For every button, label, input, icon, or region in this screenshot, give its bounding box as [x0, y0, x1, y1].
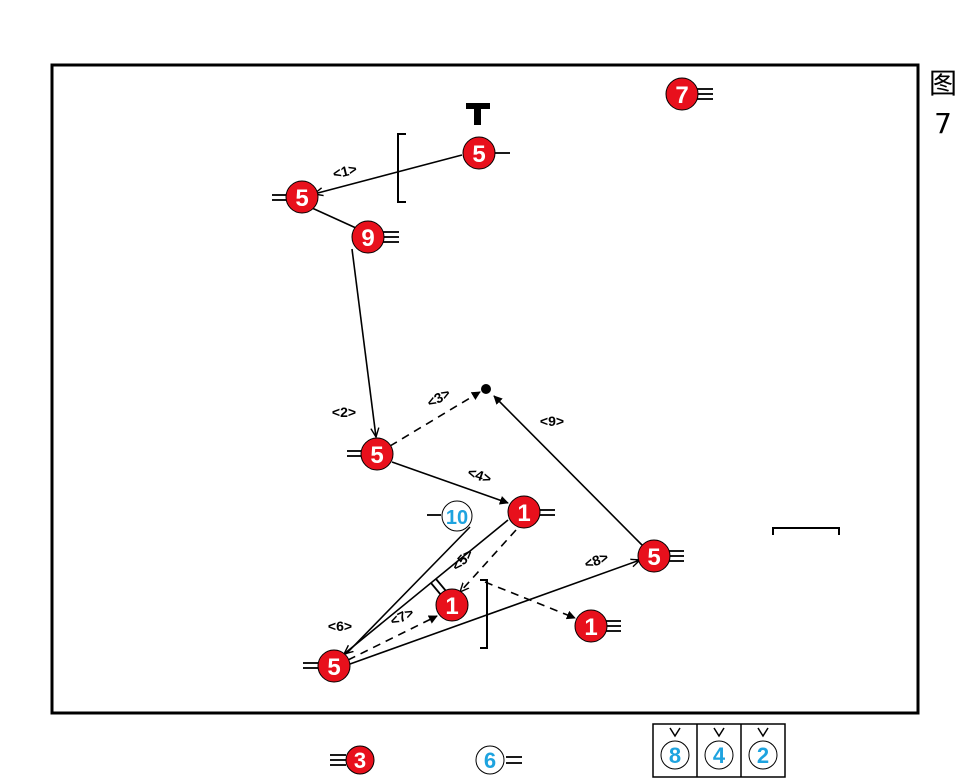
legend-box-4: 4 — [713, 743, 726, 768]
player-red-7: 7 — [665, 77, 699, 111]
line-2 — [351, 248, 376, 437]
line-7 — [347, 615, 438, 661]
line-1-move — [484, 581, 576, 620]
player-blue-10: 10 — [441, 500, 473, 532]
bracket-top — [397, 133, 406, 203]
v-mark-icon — [713, 727, 725, 738]
player-number: 1 — [584, 614, 597, 641]
line-3 — [389, 391, 481, 447]
tick-1b2 — [435, 578, 447, 592]
player-red-1-b: 1 — [435, 588, 469, 622]
legend-box: 8 4 2 — [652, 723, 786, 778]
figure-label: 图 7 — [926, 64, 960, 144]
move-label-4: <4> — [466, 464, 494, 487]
legend-number: 6 — [484, 748, 496, 773]
mini-goal — [772, 527, 840, 535]
field-border — [50, 63, 920, 715]
player-number: 5 — [370, 442, 383, 469]
player-number: 1 — [517, 500, 530, 527]
move-label-1: <1> — [331, 160, 358, 181]
player-red-5-top: 5 — [462, 136, 496, 170]
v-mark-icon — [757, 727, 769, 738]
move-label-6: <6> — [328, 618, 352, 634]
legend-number: 3 — [354, 748, 366, 773]
player-red-5-left: 5 — [285, 180, 319, 214]
line-8 — [349, 560, 640, 665]
legend-box-8: 8 — [669, 743, 681, 768]
line-1 — [314, 154, 463, 194]
player-red-5-mid: 5 — [360, 437, 394, 471]
line-6 — [344, 519, 509, 654]
move-label-3: <3> — [424, 385, 453, 411]
player-number: 5 — [295, 185, 308, 212]
player-number: 5 — [327, 654, 340, 681]
line-9 — [493, 395, 643, 546]
move-label-8: <8> — [582, 549, 610, 572]
player-red-5-right: 5 — [637, 539, 671, 573]
figure-char: 图 — [928, 67, 957, 100]
tick-1b — [430, 582, 442, 596]
player-red-1-a: 1 — [507, 495, 541, 529]
move-label-2: <2> — [332, 404, 356, 420]
v-mark-icon — [669, 727, 681, 738]
player-red-9: 9 — [351, 220, 385, 254]
player-number: 5 — [472, 141, 485, 168]
move-label-9: <9> — [540, 413, 564, 429]
goal-post — [474, 103, 481, 125]
figure-number: 7 — [934, 107, 952, 140]
player-number: 7 — [675, 82, 688, 109]
player-red-1-c: 1 — [574, 609, 608, 643]
line-6-extra — [345, 526, 471, 655]
player-red-5-bottom: 5 — [317, 649, 351, 683]
line-5-9 — [311, 207, 357, 229]
bracket-bottom — [480, 579, 488, 649]
target-dot — [481, 384, 491, 394]
player-number: 1 — [445, 593, 458, 620]
legend-box-2: 2 — [757, 743, 769, 768]
player-number: 5 — [647, 544, 660, 571]
legend-red-3: 3 — [345, 745, 375, 775]
legend-blue-6: 6 — [475, 745, 505, 775]
line-4 — [391, 461, 509, 505]
player-number: 10 — [446, 507, 468, 529]
player-number: 9 — [361, 225, 374, 252]
